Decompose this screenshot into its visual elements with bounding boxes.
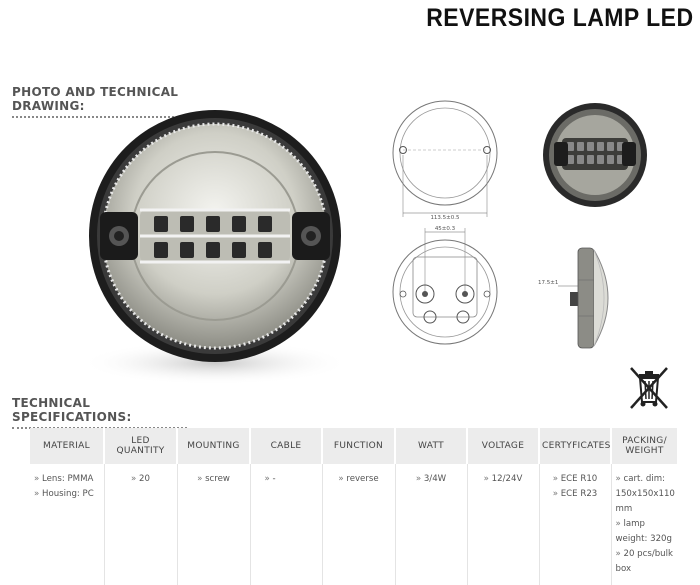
column-header: CERTYFICATES — [539, 428, 612, 464]
photo-heading-text: PHOTO AND TECHNICAL DRAWING: — [12, 85, 179, 113]
weee-recycling-icon — [630, 367, 668, 409]
table-header-row: MATERIAL LED QUANTITY MOUNTING CABLE FUN… — [30, 428, 679, 464]
list-item: reverse — [327, 472, 391, 487]
list-item: 3/4W — [400, 472, 463, 487]
heading-underline — [12, 113, 222, 118]
function-cell: reverse — [322, 464, 396, 585]
rear-led-segment — [587, 142, 594, 151]
side-profile-drawing: 17.5±1 — [538, 247, 609, 349]
rear-led-segment — [567, 142, 574, 151]
rear-led-segment — [577, 142, 584, 151]
led-segment — [258, 216, 272, 232]
rear-led-segment — [607, 155, 614, 164]
led-segment — [154, 242, 168, 258]
list-item: lamp weight: 320g — [616, 517, 675, 547]
list-item: - — [265, 472, 318, 487]
front-technical-drawing: 113.5±0.5 — [392, 100, 498, 221]
watt-cell: 3/4W — [395, 464, 468, 585]
led-segment — [180, 216, 194, 232]
rear-led-segment — [567, 155, 574, 164]
diameter-dimension: 113.5±0.5 — [430, 215, 460, 221]
list-item: 20 — [109, 472, 173, 487]
led-segment — [154, 216, 168, 232]
spacing-dimension: 45±0.3 — [435, 226, 456, 232]
packing-cell: cart. dim: 150x150x110 mm lamp weight: 3… — [611, 464, 678, 585]
led-segment — [232, 242, 246, 258]
material-cell: Lens: PMMA Housing: PC — [30, 464, 105, 585]
rear-technical-drawing: 45±0.3 — [392, 226, 498, 345]
voltage-cell: 12/24V — [467, 464, 540, 585]
list-item: Lens: PMMA — [34, 472, 100, 487]
column-header: MOUNTING — [177, 428, 251, 464]
rear-led-segment — [577, 155, 584, 164]
certificates-cell: ECE R10 ECE R23 — [539, 464, 612, 585]
led-segment — [206, 216, 220, 232]
rear-led-segment — [597, 142, 604, 151]
column-header: PACKING/ WEIGHT — [611, 428, 679, 464]
list-item: 12/24V — [472, 472, 535, 487]
column-header: CABLE — [250, 428, 323, 464]
list-item: Housing: PC — [34, 487, 100, 502]
led-segment — [258, 242, 272, 258]
table-row: Lens: PMMA Housing: PC 20 screw - revers… — [30, 464, 678, 585]
led-quantity-cell: 20 — [104, 464, 178, 585]
mounting-cell: screw — [177, 464, 251, 585]
column-header: MATERIAL — [30, 428, 105, 464]
rear-led-segment — [607, 142, 614, 151]
column-header: VOLTAGE — [467, 428, 540, 464]
column-header: LED QUANTITY — [104, 428, 178, 464]
column-header: WATT — [395, 428, 468, 464]
led-segment — [180, 242, 194, 258]
rear-led-segment — [587, 155, 594, 164]
led-segment — [206, 242, 220, 258]
list-item: screw — [182, 472, 246, 487]
list-item: ECE R23 — [544, 487, 607, 502]
list-item: 20 pcs/bulk box — [616, 547, 675, 577]
lamp-photo — [80, 110, 350, 385]
list-item: cart. dim: 150x150x110 mm — [616, 472, 675, 517]
specifications-table: MATERIAL LED QUANTITY MOUNTING CABLE FUN… — [30, 428, 679, 585]
page-title: REVERSING LAMP LED — [426, 4, 694, 32]
column-header: FUNCTION — [322, 428, 396, 464]
list-item: ECE R10 — [544, 472, 607, 487]
depth-dimension: 17.5±1 — [538, 280, 558, 286]
photo-section-heading: PHOTO AND TECHNICAL DRAWING: — [12, 85, 222, 118]
cable-cell: - — [250, 464, 323, 585]
led-segment — [232, 216, 246, 232]
spec-heading-text: TECHNICAL SPECIFICATIONS: — [12, 396, 132, 424]
spec-section-heading: TECHNICAL SPECIFICATIONS: — [12, 396, 187, 429]
rear-lamp-photo — [543, 103, 647, 207]
rear-led-segment — [597, 155, 604, 164]
